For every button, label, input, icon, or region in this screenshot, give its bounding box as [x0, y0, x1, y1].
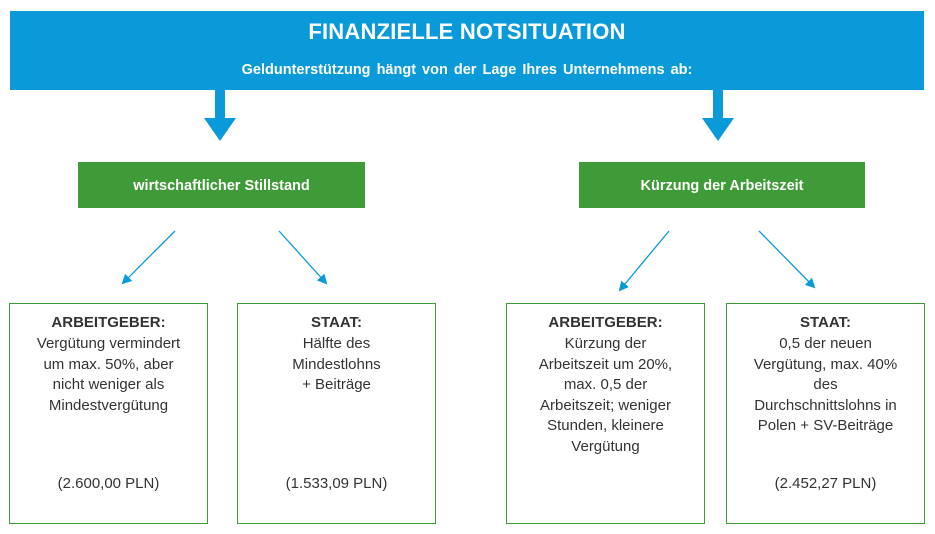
- box-amount: (1.533,09 PLN): [285, 475, 388, 492]
- branch-label: Kürzung der Arbeitszeit: [640, 178, 804, 194]
- box-title: ARBEITGEBER:: [51, 314, 166, 331]
- box-description: 0,5 der neuen Vergütung, max. 40% des Du…: [753, 335, 898, 434]
- box-description: Hälfte des Mindestlohns + Beiträge: [292, 335, 381, 393]
- branch-label: wirtschaftlicher Stillstand: [133, 178, 310, 194]
- header-banner: FINANZIELLE NOTSITUATION Geldunterstützu…: [10, 11, 924, 90]
- state-box-reduced-hours: STAAT: 0,5 der neuen Vergütung, max. 40%…: [726, 303, 925, 524]
- branch-reduced-hours: Kürzung der Arbeitszeit: [579, 162, 865, 208]
- box-title: STAAT:: [310, 314, 363, 331]
- down-arrow-right-icon: [702, 90, 734, 141]
- box-title: STAAT:: [799, 314, 852, 331]
- down-arrow-left-icon: [204, 90, 236, 141]
- box-title: ARBEITGEBER:: [548, 314, 663, 331]
- diagram-title: FINANZIELLE NOTSITUATION: [308, 19, 626, 44]
- diagram-subtitle: Geldunterstützung hängt von der Lage Ihr…: [241, 62, 693, 78]
- employer-box-reduced-hours: ARBEITGEBER: Kürzung der Arbeitszeit um …: [506, 303, 705, 524]
- box-description: Vergütung vermindert um max. 50%, aber n…: [36, 335, 181, 414]
- employer-box-standstill: ARBEITGEBER: Vergütung vermindert um max…: [9, 303, 208, 524]
- connector-arrow-1: [121, 230, 176, 285]
- connector-arrow-4: [758, 230, 816, 289]
- branch-economic-standstill: wirtschaftlicher Stillstand: [78, 162, 365, 208]
- box-amount: (2.600,00 PLN): [57, 475, 160, 492]
- connector-arrow-2: [278, 230, 328, 285]
- box-description: Kürzung der Arbeitszeit um 20%, max. 0,5…: [538, 335, 673, 455]
- box-amount: (2.452,27 PLN): [774, 475, 877, 492]
- state-box-standstill: STAAT: Hälfte des Mindestlohns + Beiträg…: [237, 303, 436, 524]
- connector-arrow-3: [618, 230, 670, 292]
